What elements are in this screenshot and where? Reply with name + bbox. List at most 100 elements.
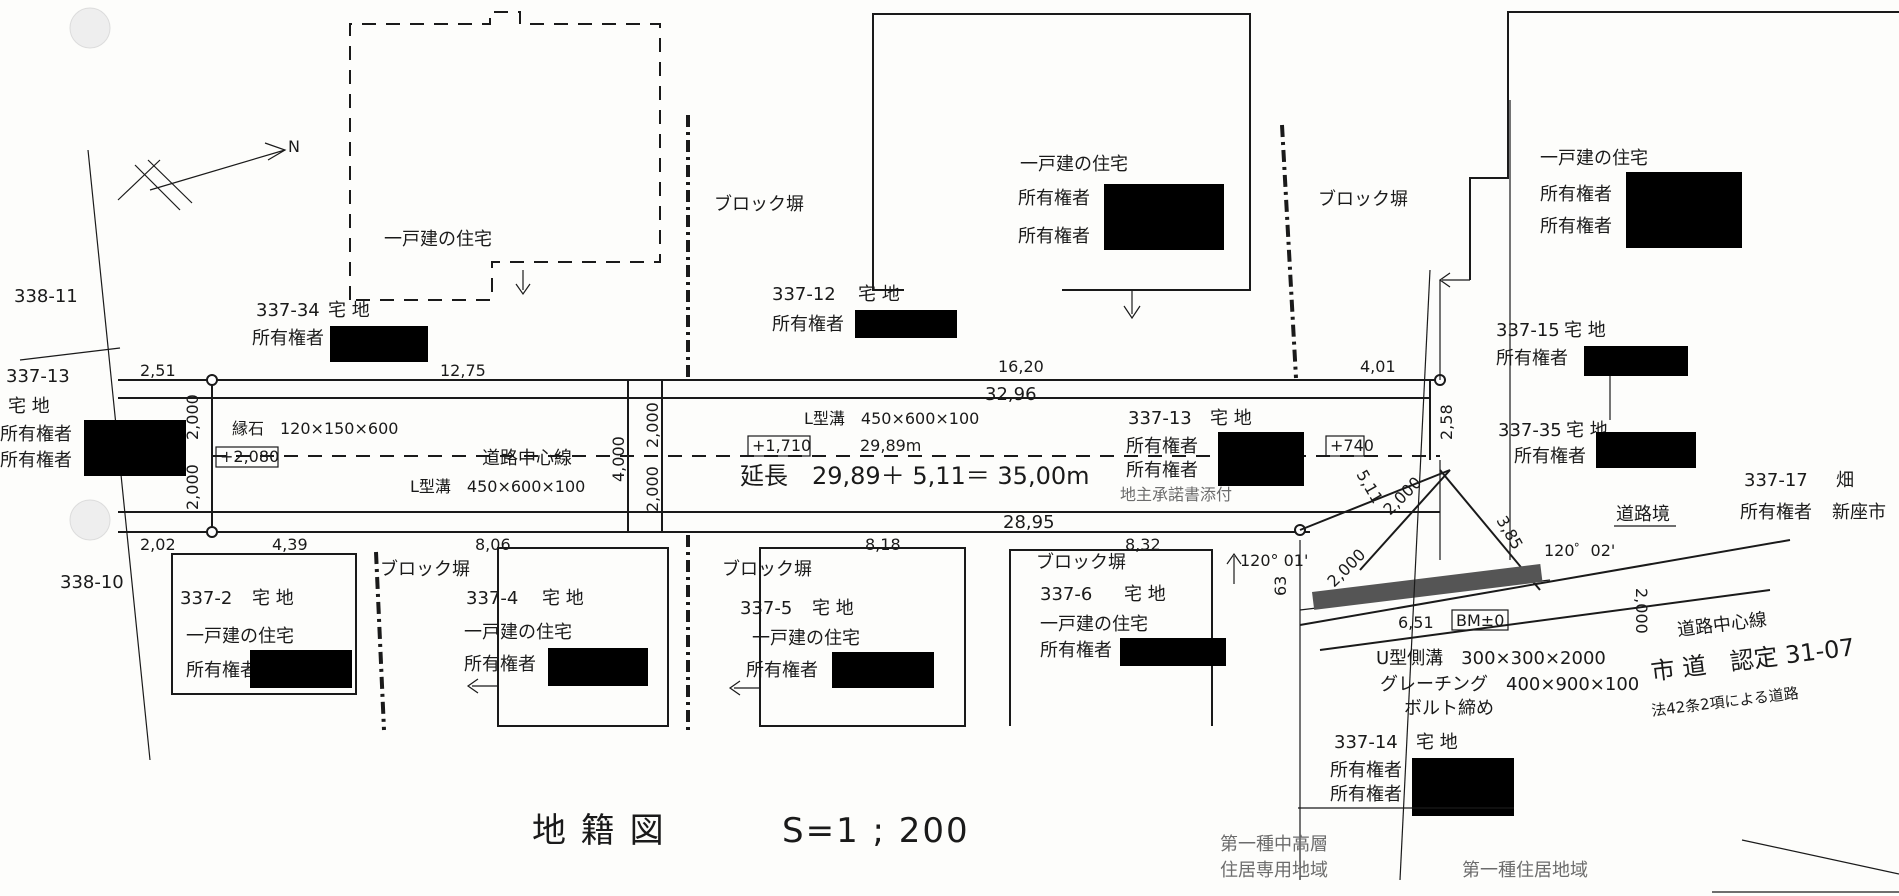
house-337-12-label: 一戸建の住宅: [1020, 154, 1128, 175]
redaction: [1218, 432, 1304, 486]
dim-2-02: 2,02: [140, 535, 176, 554]
width-mid-bottom: 2,000: [643, 466, 662, 512]
lot-337-5: 337-5: [740, 598, 792, 619]
dim-2-51: 2,51: [140, 361, 176, 380]
block-wall-2-label: ブロック塀: [1318, 188, 1408, 210]
lot-338-10: 338-10: [60, 572, 124, 593]
road-extension: [1299, 100, 1791, 881]
road-boundary-label: 道路境: [1616, 504, 1670, 525]
lot-337-15-use: 宅 地: [1564, 320, 1606, 341]
u-gutter-label: U型側溝 300×300×2000: [1376, 648, 1606, 669]
redaction: [832, 652, 934, 688]
redaction: [548, 648, 648, 686]
lot-337-15-owner: 所有権者: [1496, 348, 1568, 369]
lot-337-34-owner: 所有権者: [252, 328, 324, 349]
lot-337-14: 337-14: [1334, 732, 1398, 753]
redaction: [1104, 184, 1224, 250]
house-337-15-owner-2: 所有権者: [1540, 216, 1612, 237]
art42-label: 法42条2項による道路: [1650, 684, 1799, 720]
zone-2-label: 第一種住居地域: [1462, 860, 1588, 881]
redaction: [1596, 432, 1696, 468]
width-mid-top: 2,000: [643, 402, 662, 448]
road-centerline-right: 道路中心線: [1676, 609, 1768, 641]
house-337-12-outline: [872, 13, 1251, 291]
angle-120-01: 120° 01': [1240, 551, 1308, 570]
house-337-4-owner: 所有権者: [464, 654, 536, 675]
lot-337-13-left-use: 宅 地: [8, 396, 50, 417]
house-337-2-outline: [171, 553, 357, 695]
dim-28-95: 28,95: [1003, 512, 1055, 533]
lot-337-13-owner-1: 所有権者: [1126, 436, 1198, 457]
grating-label: グレーチング 400×900×100: [1380, 674, 1639, 695]
redaction: [250, 650, 352, 688]
north-arrow-icon: [117, 142, 287, 211]
road-corridor: [118, 374, 1446, 538]
bm-label: BM±0: [1456, 611, 1504, 630]
curb-label: 縁石 120×150×600: [232, 419, 398, 438]
house-337-6-label: 一戸建の住宅: [1040, 614, 1148, 635]
width-mid-full: 4,000: [609, 436, 628, 482]
centerline-label: 道路中心線: [482, 448, 572, 469]
block-wall-1-label: ブロック塀: [714, 193, 804, 215]
house-337-15-owner-1: 所有権者: [1540, 184, 1612, 205]
house-337-12-owner-1: 所有権者: [1018, 188, 1090, 209]
lot-337-4-use: 宅 地: [542, 588, 584, 609]
lot-337-4: 337-4: [466, 588, 518, 609]
lot-337-35: 337-35: [1498, 420, 1562, 441]
lot-337-14-use: 宅 地: [1416, 732, 1458, 753]
redaction: [84, 420, 186, 476]
redaction: [1120, 638, 1226, 666]
elev-left: +2,080: [220, 447, 279, 466]
redaction: [1412, 758, 1514, 816]
elev-right: +740: [1330, 436, 1374, 455]
dim-2-58: 2,58: [1437, 404, 1456, 440]
lot-337-13-left: 337-13: [6, 366, 70, 387]
angle-120-02: 120゜02': [1544, 541, 1615, 560]
redaction: [855, 310, 957, 338]
lot-337-17-owner-name: 新座市: [1832, 502, 1886, 523]
dim-8-06: 8,06: [475, 535, 511, 554]
house-337-15-outline: [1469, 11, 1899, 280]
dim-16-20: 16,20: [998, 357, 1044, 376]
mid-dim: 29,89m: [860, 436, 921, 455]
lot-337-17: 337-17: [1744, 470, 1808, 491]
length-label: 延長 29,89＋ 5,11＝ 35,00m: [740, 462, 1090, 490]
lot-337-6: 337-6: [1040, 584, 1092, 605]
lot-337-17-owner: 所有権者: [1740, 502, 1812, 523]
dim-8-18: 8,18: [865, 535, 901, 554]
lot-337-5-use: 宅 地: [812, 598, 854, 619]
house-337-4-label: 一戸建の住宅: [464, 622, 572, 643]
width-left-top: 2,000: [183, 394, 202, 440]
lot-337-14-owner-1: 所有権者: [1330, 760, 1402, 781]
lot-337-17-use: 畑: [1836, 470, 1854, 491]
block-wall-3: [374, 551, 386, 731]
dim-12-75: 12,75: [440, 361, 486, 380]
lot-337-34-use: 宅 地: [328, 300, 370, 321]
map-scale: S=1 ; 200: [782, 811, 970, 851]
left-lot-divider: [19, 347, 121, 361]
lot-337-2-use: 宅 地: [252, 588, 294, 609]
lot-337-12-owner: 所有権者: [772, 314, 844, 335]
handwritten-note: 地主承諾書添付: [1120, 485, 1232, 504]
house-337-6-owner: 所有権者: [1040, 640, 1112, 661]
house-337-34-label: 一戸建の住宅: [384, 229, 492, 250]
house-337-5-owner: 所有権者: [746, 660, 818, 681]
lot-338-11: 338-11: [14, 286, 78, 307]
lot-337-14-owner-2: 所有権者: [1330, 784, 1402, 805]
city-road-label: 市 道 認定 31-07: [1649, 633, 1856, 686]
dim-small-63: 63: [1271, 576, 1290, 596]
dim-3-85: 3,85: [1493, 513, 1527, 553]
block-wall-5-label: ブロック塀: [1036, 551, 1126, 573]
block-wall-4-label: ブロック塀: [722, 558, 812, 580]
dim-small-2-000: 2,000: [1632, 588, 1651, 634]
ditch-lower-label: L型溝 450×600×100: [410, 477, 585, 496]
lot-337-13-left-owner-1: 所有権者: [0, 424, 72, 445]
gutter-dim: 6,51: [1398, 613, 1434, 632]
width-left-bottom: 2,000: [183, 464, 202, 510]
dim-5-11: 5,11: [1353, 467, 1387, 507]
lot-337-15: 337-15: [1496, 320, 1560, 341]
lot-337-13: 337-13: [1128, 408, 1192, 429]
bolt-label: ボルト締め: [1404, 698, 1494, 719]
house-337-4-outline: [497, 547, 669, 727]
